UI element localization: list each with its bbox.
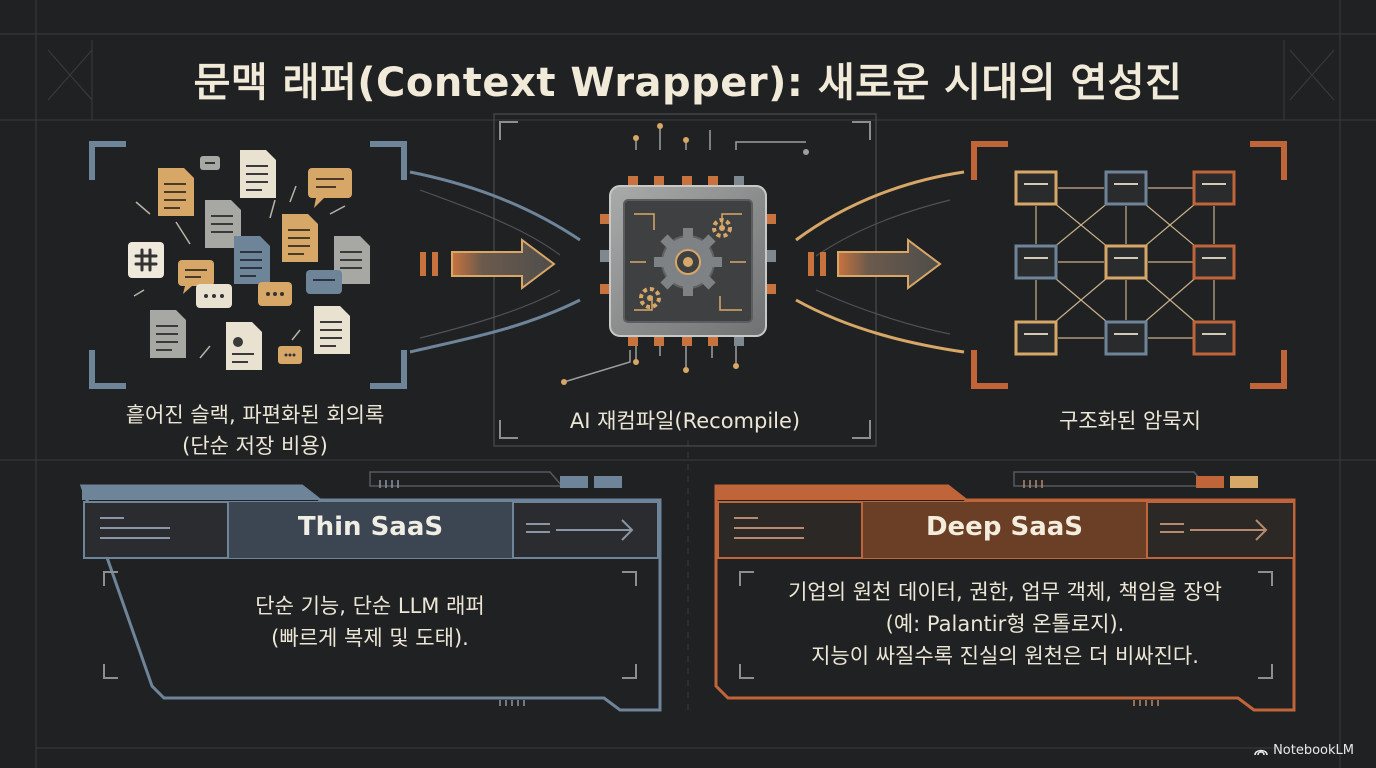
left-frame (89, 141, 407, 389)
gear-icon (654, 228, 722, 296)
thin-body-line: 단순 기능, 단순 LLM 래퍼 (255, 594, 485, 618)
scattered-documents-cluster (128, 150, 370, 370)
deep-body-line: (예: Palantir형 온톨로지). (885, 612, 1125, 636)
document-icon (205, 200, 241, 248)
left-caption-line: 흩어진 슬랙, 파편화된 회의록 (125, 403, 385, 427)
center-frame (493, 113, 877, 447)
document-icon (240, 150, 276, 198)
document-icon (158, 168, 194, 216)
brand-watermark: NotebookLM (1254, 743, 1354, 758)
chat-bubble-icon (196, 284, 232, 308)
right-flow (795, 170, 965, 354)
thin-body-line: (빠르게 복제 및 도태). (271, 626, 469, 650)
thin-saas-title: Thin SaaS (297, 512, 444, 542)
scatter-connectors (133, 185, 346, 359)
chat-bubble-icon (278, 346, 302, 364)
chat-bubble-icon (178, 260, 214, 294)
document-icon (226, 322, 262, 370)
right-frame (971, 141, 1287, 389)
document-icon (150, 310, 186, 358)
deep-body-line: 기업의 원천 데이터, 권한, 업무 객체, 책임을 장악 (788, 580, 1222, 604)
deep-saas-body: 기업의 원천 데이터, 권한, 업무 객체, 책임을 장악 (예: Palant… (716, 576, 1294, 672)
deep-body-line: 지능이 싸질수록 진실의 원천은 더 비싸진다. (811, 644, 1199, 668)
page-title: 문맥 래퍼(Context Wrapper): 새로운 시대의 연성진 (193, 60, 1183, 106)
structured-knowledge-network (1014, 170, 1236, 356)
middle-stage-caption: AI 재컴파일(Recompile) (569, 409, 801, 433)
left-stage-caption: 흩어진 슬랙, 파편화된 회의록 (단순 저장 비용) (60, 400, 450, 462)
document-icon (234, 236, 270, 284)
left-flow (409, 170, 581, 354)
document-icon (334, 236, 370, 284)
document-icon (314, 306, 350, 354)
small-gear-icon (712, 218, 732, 238)
deep-saas-panel-frame (714, 471, 1296, 712)
chat-bubble-icon (258, 282, 292, 306)
chat-bubble-icon (306, 270, 342, 294)
brand-label: NotebookLM (1273, 743, 1354, 758)
thin-saas-body: 단순 기능, 단순 LLM 래퍼 (빠르게 복제 및 도태). (82, 590, 658, 654)
notebooklm-logo-icon (1254, 749, 1268, 755)
slack-logo-icon (128, 242, 164, 278)
right-stage-caption: 구조화된 암묵지 (1059, 409, 1201, 433)
chat-bubble-icon (308, 168, 352, 208)
chat-bubble-icon (200, 156, 220, 170)
thin-saas-panel-frame (79, 471, 662, 712)
ai-chip-icon (561, 123, 809, 385)
document-icon (282, 214, 318, 262)
deep-saas-title: Deep SaaS (925, 512, 1084, 542)
small-gear-icon (639, 287, 661, 309)
left-caption-line: (단순 저장 비용) (182, 434, 328, 458)
